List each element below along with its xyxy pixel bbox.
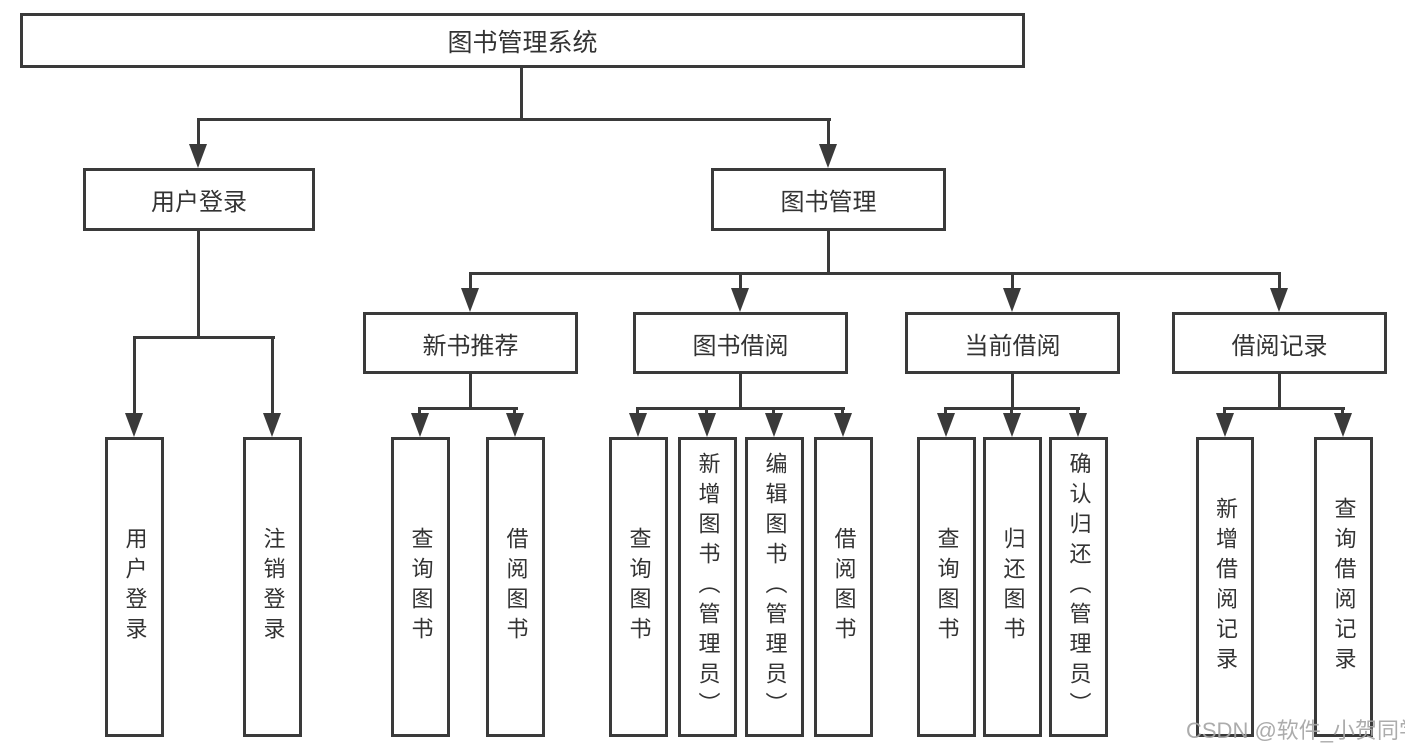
connector-line	[636, 407, 845, 410]
connector-line	[133, 336, 275, 339]
connector-line	[197, 118, 200, 146]
arrow-down-icon	[411, 413, 429, 437]
arrow-down-icon	[1003, 288, 1021, 312]
arrow-down-icon	[263, 413, 281, 437]
leaf-label: 注销登录	[260, 527, 286, 647]
leaf-label: 借阅图书	[831, 527, 857, 647]
node-user-login: 用户登录	[83, 168, 315, 231]
leaf-edit-books-admin: 编辑图书（管理员）	[745, 437, 804, 737]
arrow-down-icon	[1216, 413, 1234, 437]
connector-line	[1341, 407, 1344, 417]
connector-line	[705, 407, 708, 417]
leaf-borrow-books: 借阅图书	[814, 437, 873, 737]
leaf-add-books-admin: 新增图书（管理员）	[678, 437, 737, 737]
connector-line	[739, 272, 742, 290]
arrow-down-icon	[731, 288, 749, 312]
node-label: 图书管理	[780, 189, 877, 216]
leaf-label: 借阅图书	[503, 527, 529, 647]
connector-line	[520, 68, 523, 121]
arrow-down-icon	[1003, 413, 1021, 437]
connector-line	[772, 407, 775, 417]
node-book-management: 图书管理	[711, 168, 946, 231]
connector-line	[841, 407, 844, 417]
connector-line	[133, 336, 136, 415]
node-label: 图书管理系统	[447, 28, 598, 57]
leaf-query-borrow-record: 查询借阅记录	[1314, 437, 1373, 737]
node-label: 新书推荐	[422, 332, 519, 360]
arrow-down-icon	[698, 413, 716, 437]
leaf-logout: 注销登录	[243, 437, 302, 737]
node-label: 当前借阅	[964, 332, 1061, 360]
connector-line	[1011, 272, 1014, 290]
connector-line	[827, 231, 830, 275]
connector-line	[1010, 407, 1013, 417]
node-label: 图书借阅	[692, 332, 789, 360]
arrow-down-icon	[1270, 288, 1288, 312]
arrow-down-icon	[629, 413, 647, 437]
connector-line	[469, 272, 1281, 275]
leaf-label: 确认归还（管理员）	[1066, 452, 1092, 722]
node-borrow-records: 借阅记录	[1172, 312, 1387, 374]
leaf-label: 用户登录	[122, 527, 148, 647]
node-current-borrow: 当前借阅	[905, 312, 1120, 374]
leaf-label: 新增借阅记录	[1213, 497, 1238, 677]
arrow-down-icon	[125, 413, 143, 437]
leaf-query-books-current: 查询图书	[917, 437, 976, 737]
connector-line	[1223, 407, 1226, 417]
arrow-down-icon	[819, 144, 837, 168]
node-book-borrow: 图书借阅	[633, 312, 848, 374]
leaf-user-login: 用户登录	[105, 437, 164, 737]
arrow-down-icon	[765, 413, 783, 437]
connector-line	[513, 407, 516, 417]
node-label: 用户登录	[151, 189, 247, 216]
connector-line	[271, 336, 274, 415]
leaf-label: 归还图书	[1000, 527, 1026, 647]
connector-line	[418, 407, 518, 410]
leaf-query-books-borrow: 查询图书	[609, 437, 668, 737]
node-library-system: 图书管理系统	[20, 13, 1025, 68]
connector-line	[944, 407, 947, 417]
connector-line	[469, 272, 472, 290]
connector-line	[827, 118, 830, 146]
connector-line	[636, 407, 639, 417]
connector-line	[197, 118, 831, 121]
leaf-label: 查询图书	[934, 527, 960, 647]
connector-line	[469, 374, 472, 410]
connector-line	[1278, 374, 1281, 410]
leaf-label: 查询借阅记录	[1331, 497, 1357, 677]
leaf-label: 新增图书（管理员）	[695, 452, 721, 722]
leaf-label: 查询图书	[408, 527, 434, 647]
csdn-watermark: CSDN @软件_小贺同学	[1186, 718, 1405, 743]
connector-line	[1223, 407, 1345, 410]
leaf-borrow-books-recommend: 借阅图书	[486, 437, 545, 737]
arrow-down-icon	[1334, 413, 1352, 437]
node-new-book-recommend: 新书推荐	[363, 312, 578, 374]
connector-line	[197, 231, 200, 339]
connector-line	[1076, 407, 1079, 417]
arrow-down-icon	[1069, 413, 1087, 437]
connector-line	[1278, 272, 1281, 290]
leaf-return-books: 归还图书	[983, 437, 1042, 737]
leaf-add-borrow-record: 新增借阅记录	[1196, 437, 1254, 737]
leaf-confirm-return-admin: 确认归还（管理员）	[1049, 437, 1108, 737]
leaf-label: 查询图书	[626, 527, 652, 647]
arrow-down-icon	[189, 144, 207, 168]
connector-line	[418, 407, 421, 417]
leaf-query-books-recommend: 查询图书	[391, 437, 450, 737]
arrow-down-icon	[937, 413, 955, 437]
connector-line	[739, 374, 742, 410]
arrow-down-icon	[834, 413, 852, 437]
node-label: 借阅记录	[1231, 332, 1328, 360]
arrow-down-icon	[506, 413, 524, 437]
leaf-label: 编辑图书（管理员）	[762, 452, 788, 722]
arrow-down-icon	[461, 288, 479, 312]
connector-line	[1011, 374, 1014, 410]
